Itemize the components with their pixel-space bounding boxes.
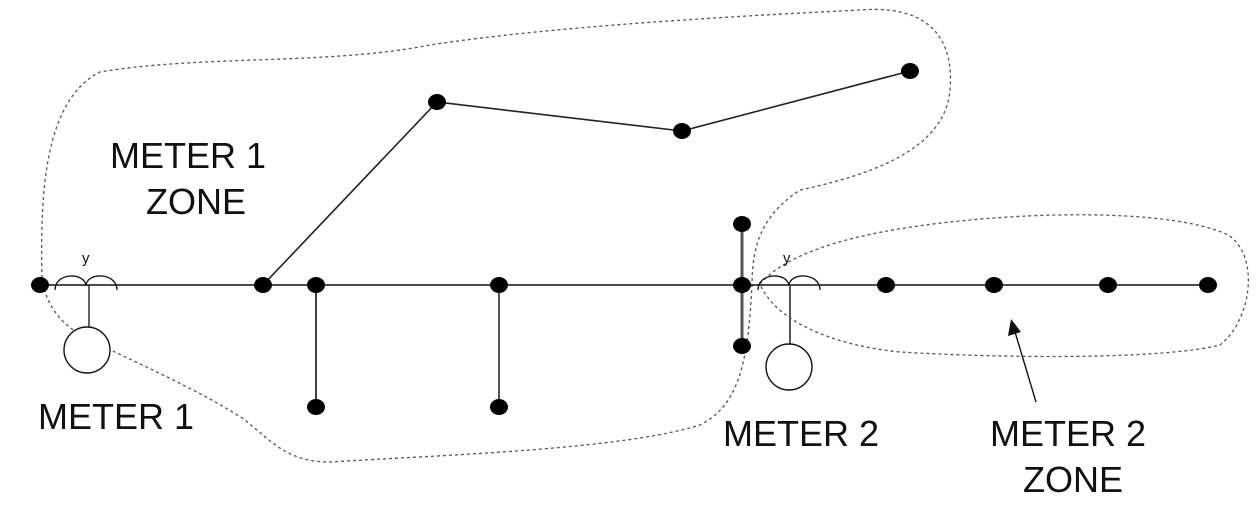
node bbox=[428, 94, 446, 110]
node bbox=[490, 277, 508, 293]
node bbox=[985, 277, 1003, 293]
meter1-zone-label-line1: METER 1 bbox=[110, 135, 266, 176]
meter1-label: METER 1 bbox=[38, 396, 194, 437]
node bbox=[307, 277, 325, 293]
node bbox=[1099, 277, 1117, 293]
node bbox=[901, 63, 919, 79]
meter1-circle bbox=[63, 326, 111, 374]
meter2-zone-label-line2: ZONE bbox=[1023, 459, 1123, 500]
node bbox=[490, 399, 508, 415]
meter2-zone-boundary bbox=[759, 214, 1249, 358]
arrow-head-icon bbox=[1008, 319, 1021, 336]
nodes bbox=[31, 63, 1217, 415]
meter2-circle bbox=[765, 343, 813, 391]
ct1-symbol-label: y bbox=[82, 250, 90, 267]
node bbox=[877, 277, 895, 293]
upper-branch-line bbox=[262, 70, 911, 286]
node bbox=[673, 123, 691, 139]
ct1-coil-icon bbox=[54, 275, 118, 291]
node bbox=[307, 399, 325, 415]
meter2-label: METER 2 bbox=[723, 413, 879, 454]
node bbox=[31, 277, 49, 293]
node bbox=[733, 338, 751, 354]
node bbox=[733, 277, 751, 293]
node bbox=[1199, 277, 1217, 293]
node bbox=[733, 216, 751, 232]
meter1-zone-boundary bbox=[41, 8, 952, 463]
meter1-zone-label-line2: ZONE bbox=[146, 181, 246, 222]
meter2-zone-arrow bbox=[1014, 331, 1037, 403]
node bbox=[254, 277, 272, 293]
ct2-symbol-label: y bbox=[783, 250, 791, 267]
meter2-zone-label-line1: METER 2 bbox=[990, 413, 1146, 454]
